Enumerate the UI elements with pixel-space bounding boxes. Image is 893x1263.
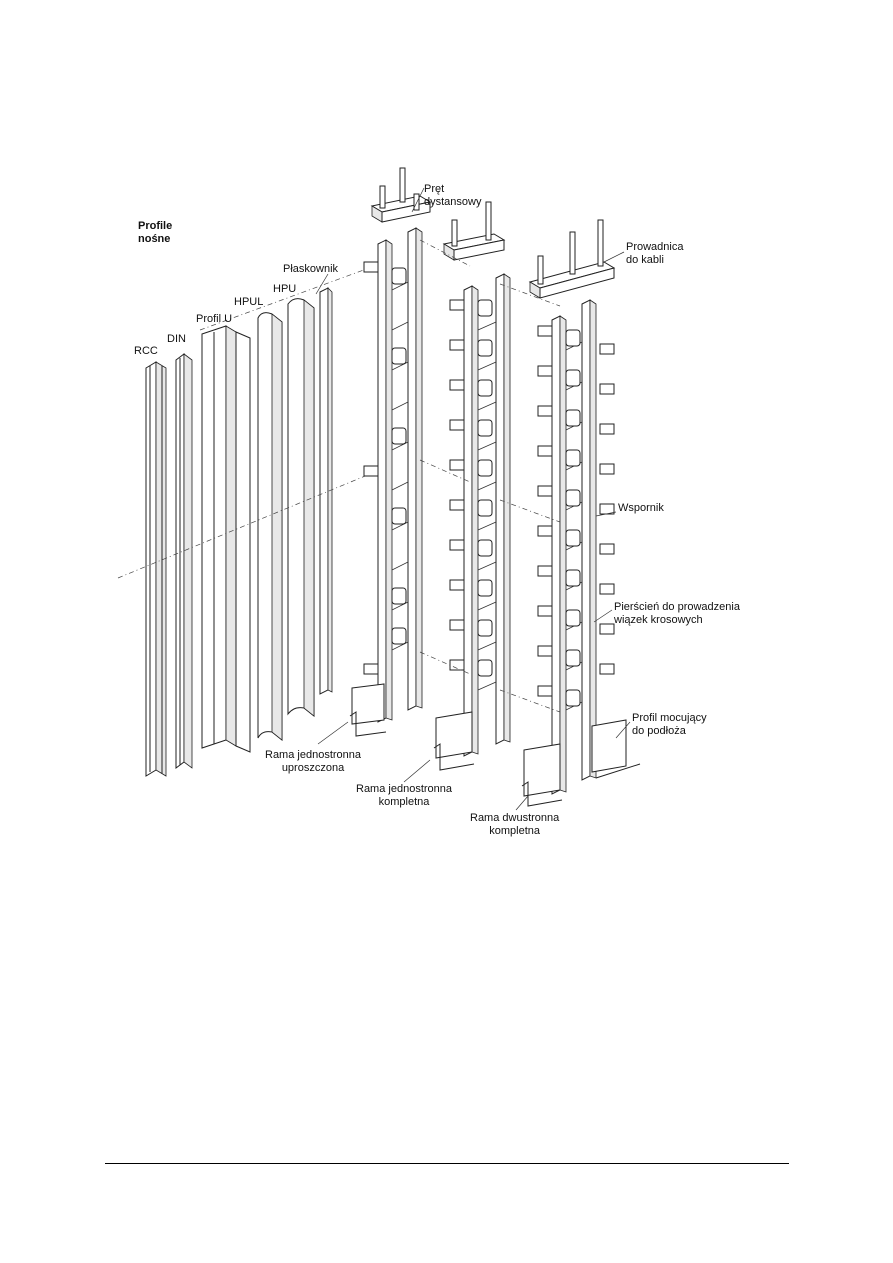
profile-rcc bbox=[145, 361, 167, 777]
footer-rule bbox=[105, 1163, 789, 1164]
leader-lines bbox=[315, 187, 631, 811]
label-profil-mocujacy: Profil mocujący do podłoża bbox=[632, 712, 707, 737]
label-din: DIN bbox=[167, 333, 186, 345]
label-pierscien: Pierścień do prowadzenia wiązek krosowyc… bbox=[614, 601, 740, 626]
label-pret-dystansowy: Pręt dystansowy bbox=[424, 183, 482, 208]
label-hpu: HPU bbox=[273, 283, 297, 295]
frame-single-simplified bbox=[349, 227, 423, 737]
label-prowadnica-do-kabli: Prowadnica do kabli bbox=[626, 241, 684, 266]
profile-u bbox=[201, 325, 251, 753]
frame-double-complete bbox=[521, 299, 641, 807]
frame-single-complete bbox=[433, 273, 511, 771]
cable-guide-assembly bbox=[528, 219, 616, 299]
label-rcc: RCC bbox=[134, 345, 158, 357]
top-spacer-assembly-2 bbox=[442, 201, 506, 261]
profile-hpul bbox=[257, 312, 283, 742]
label-profil-u: Profil U bbox=[196, 313, 233, 325]
label-plaskownik: Płaskownik bbox=[283, 263, 339, 275]
carrier-profiles bbox=[117, 263, 381, 777]
profile-din bbox=[175, 353, 193, 769]
label-wspornik: Wspornik bbox=[618, 502, 664, 514]
spacer-rods bbox=[419, 239, 561, 713]
label-rama-jednostronna-uproszczona: Rama jednostronna uproszczona bbox=[265, 749, 362, 774]
label-hpul: HPUL bbox=[234, 296, 264, 308]
label-rama-jednostronna-kompletna: Rama jednostronna kompletna bbox=[356, 783, 453, 808]
label-rama-dwustronna-kompletna: Rama dwustronna kompletna bbox=[470, 812, 560, 837]
label-profile-nosne: Profile nośne bbox=[138, 220, 173, 245]
top-spacer-assembly bbox=[370, 167, 432, 223]
profile-hpu bbox=[287, 298, 315, 718]
profile-plaskownik bbox=[319, 287, 333, 695]
